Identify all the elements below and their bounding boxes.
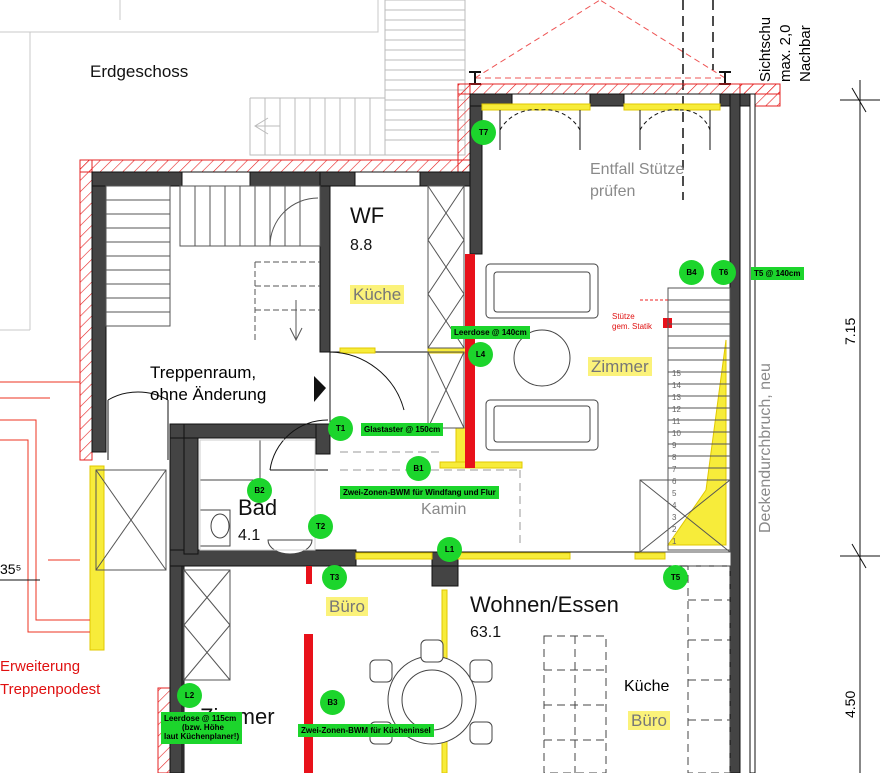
stair-step-number: 13 — [672, 393, 681, 402]
pergola-lines — [474, 0, 726, 79]
room-bad-name: Bad — [238, 495, 278, 520]
tag-leerdose-115-line1: Leerdose @ 115cm — [164, 714, 237, 723]
vertical-dash-line — [682, 0, 714, 200]
marker-l4: L4 — [468, 342, 493, 367]
sofas — [485, 263, 599, 451]
stair-step-number: 14 — [672, 381, 681, 390]
dining-table — [369, 639, 493, 745]
stair-left — [105, 185, 321, 342]
tag-t5-height: T5 @ 140cm — [751, 267, 804, 281]
dimension-ticks — [840, 80, 880, 773]
doors — [107, 109, 711, 471]
note-sicht-2: max. 2,0 — [777, 24, 794, 82]
note-erweiterung-2: Treppenpodest — [0, 681, 101, 698]
stair-step-number: 4 — [672, 501, 677, 510]
marker-t3: T3 — [322, 565, 347, 590]
note-stuetze-1: Stütze — [612, 312, 635, 321]
marker-b2: B2 — [247, 478, 272, 503]
stair-step-number: 1 — [672, 537, 677, 546]
room-kueche-label-2: Küche — [624, 678, 670, 695]
stair-step-number: 5 — [672, 489, 677, 498]
room-wohnen-area: 63.1 — [470, 624, 502, 641]
tag-leerdose-115-line3: laut Küchenplaner!) — [164, 732, 240, 742]
stair-step-number: 8 — [672, 453, 677, 462]
tag-leerdose-115: Leerdose @ 115cm (bzw. Höhe laut Küchenp… — [161, 712, 243, 744]
dim-left: 35⁵ — [0, 561, 22, 577]
room-zimmer-label: Zimmer — [588, 357, 652, 376]
stair-step-number: 7 — [672, 465, 677, 474]
stair-step-number: 9 — [672, 441, 677, 450]
room-wohnen-name: Wohnen/Essen — [470, 592, 619, 617]
marker-b4: B4 — [679, 260, 704, 285]
terrace-stairs — [249, 0, 466, 156]
room-bad-area: 4.1 — [238, 527, 261, 544]
note-sicht-1: Sichtschu — [757, 16, 774, 82]
room-buero-label-1: Büro — [326, 597, 368, 616]
tag-glastaster: Glastaster @ 150cm — [361, 423, 444, 437]
note-sicht-3: Nachbar — [797, 25, 814, 82]
note-entfall-1: Entfall Stütze — [590, 161, 685, 178]
tag-leerdose-115-line2: (bzw. Höhe — [182, 723, 224, 733]
tag-leerdose-140: Leerdose @ 140cm — [451, 326, 530, 340]
stair-step-number: 3 — [672, 513, 677, 522]
dashed-room-lines — [340, 451, 521, 545]
stair-step-number: 11 — [672, 417, 681, 426]
room-wf-area: 8.8 — [350, 237, 373, 254]
stair-right — [640, 287, 731, 551]
stair-step-number: 2 — [672, 525, 677, 534]
room-buero-label-2: Büro — [628, 711, 670, 730]
stair-step-number: 10 — [672, 429, 681, 438]
marker-t5: T5 — [663, 565, 688, 590]
kitchen-island — [543, 565, 731, 773]
bathroom-fixtures — [199, 439, 316, 555]
plan-title: Erdgeschoss — [90, 62, 189, 81]
room-wf-name: WF — [350, 203, 385, 228]
note-erweiterung-1: Erweiterung — [0, 658, 81, 675]
stair-step-number: 6 — [672, 477, 677, 486]
dim-450: 4.50 — [842, 690, 858, 718]
cabinets — [95, 185, 731, 681]
marker-t6: T6 — [711, 260, 736, 285]
extension-lines — [0, 381, 90, 633]
marker-b3: B3 — [320, 690, 345, 715]
marker-t1: T1 — [328, 416, 353, 441]
note-deckendurchbruch: Deckendurchbruch, neu — [757, 363, 774, 533]
stair-step-number: 15 — [672, 369, 681, 378]
room-wf-kueche: Küche — [350, 285, 405, 304]
dim-715: 7.15 — [842, 317, 858, 345]
kamin-label: Kamin — [421, 501, 467, 518]
marker-l1: L1 — [437, 537, 462, 562]
treppenraum-line2: ohne Änderung — [150, 385, 267, 404]
outside-lines — [0, 0, 379, 331]
marker-t7: T7 — [471, 120, 496, 145]
note-stuetze-2: gem. Statik — [612, 322, 653, 331]
insulation — [79, 83, 781, 773]
arrow-marker — [314, 376, 326, 402]
marker-t2: T2 — [308, 514, 333, 539]
walls — [91, 93, 756, 773]
marker-l2: L2 — [177, 683, 202, 708]
tag-bwm-kuecheninsel: Zwei-Zonen-BWM für Kücheninsel — [298, 724, 434, 738]
marker-b1: B1 — [406, 456, 431, 481]
stair-step-number: 12 — [672, 405, 681, 414]
treppenraum-line1: Treppenraum, — [150, 363, 257, 382]
note-entfall-2: prüfen — [590, 183, 636, 200]
tag-bwm-windfang: Zwei-Zonen-BWM für Windfang und Flur — [340, 486, 499, 500]
